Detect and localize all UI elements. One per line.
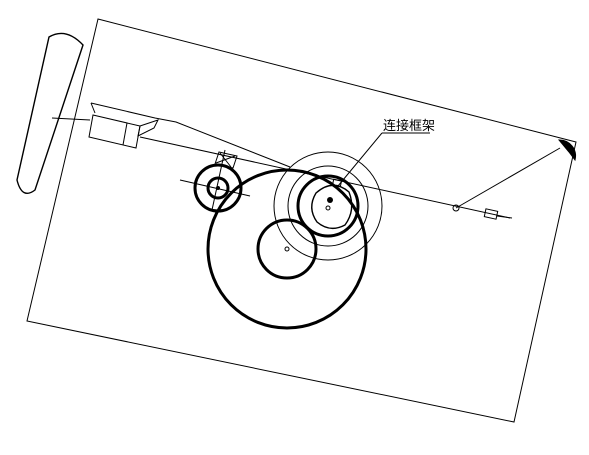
upper-link-line [90,102,291,168]
cam-pivot [325,205,331,211]
large-gear-hub [256,218,318,280]
motor-body [88,114,141,149]
oscillating-lever [16,32,84,194]
cam-middle-circle [287,165,369,247]
cam-gear [296,174,360,238]
small-gear-inner [206,176,230,200]
motor-cap [137,119,159,137]
small-gear-axis-v [211,149,226,211]
small-gear-support [214,151,238,169]
shaft-to-pivot [455,147,561,209]
cam-profile [311,184,353,230]
base-frame [26,18,577,423]
slider-end-line [496,215,513,219]
connection-frame-label: 连接框架 [383,118,435,134]
motor-flange-line [122,122,128,146]
motor-cap-upper [90,102,96,114]
small-gear-axis-h [179,179,251,197]
large-gear [206,168,368,330]
cam-center [327,197,333,203]
cam-follower [331,178,343,188]
label-leader [337,132,383,187]
small-gear-cross-2 [215,155,236,164]
motor-shaft-line [51,117,91,121]
corner-pivot [557,139,576,162]
pivot-joint [452,204,460,212]
cam-outer-circle [273,151,383,261]
large-gear-center [284,246,290,252]
slider-block [483,208,499,220]
